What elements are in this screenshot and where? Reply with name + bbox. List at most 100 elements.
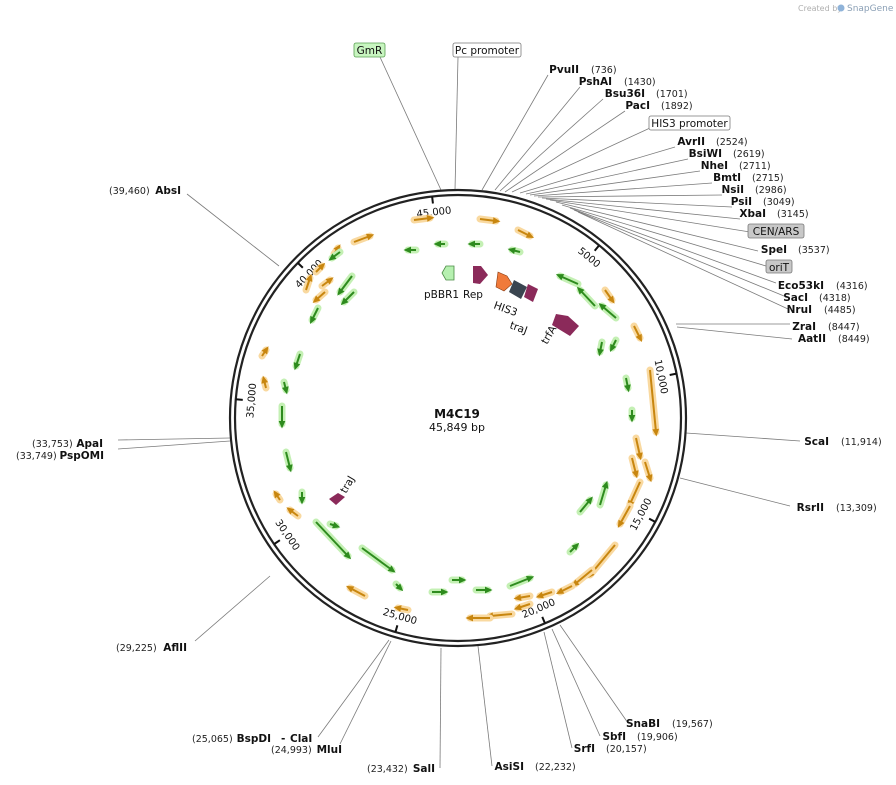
svg-text:(3145): (3145) (777, 209, 809, 220)
boxed-label-cen-ars[interactable]: CEN/ARS (747, 223, 805, 239)
orf-arrow-head (513, 603, 522, 611)
site-label-sbfi[interactable]: SbfI(19,906) (602, 731, 677, 743)
orf-arrow[interactable] (574, 569, 593, 585)
site-label-spei[interactable]: SpeI(3537) (761, 244, 830, 256)
site-label-asisi[interactable]: AsiSI(22,232) (495, 761, 576, 773)
orf-arrow-head (576, 286, 585, 295)
orf-arrow-head (598, 303, 607, 311)
svg-text:(2986): (2986) (755, 185, 787, 196)
site-label-xbai[interactable]: XbaI(3145) (739, 208, 808, 220)
site-label-bsiwi[interactable]: BsiWI(2619) (689, 148, 765, 160)
boxed-label-gmr[interactable]: GmR (353, 42, 386, 58)
tick-label: 20,000 (521, 597, 558, 621)
orf-arrow-head (465, 614, 473, 622)
svg-text:(33,753): (33,753) (32, 439, 73, 450)
feature-traj-inner[interactable]: traJ (329, 474, 358, 505)
svg-text:(2524): (2524) (716, 137, 748, 148)
site-label-scai[interactable]: ScaI(11,914) (804, 436, 881, 448)
site-label-aflii[interactable]: AflII(29,225) (116, 642, 187, 654)
feature-rep[interactable]: Rep (463, 266, 488, 301)
svg-text:(1892): (1892) (661, 101, 693, 112)
orf-arrow-head (609, 343, 617, 353)
boxed-label-his3-promoter[interactable]: HIS3 promoter (648, 115, 731, 131)
site-label-aatii[interactable]: AatII(8449) (798, 333, 870, 345)
site-label-nhei[interactable]: NheI(2711) (701, 160, 771, 172)
tick-mark (669, 372, 677, 376)
orf-arrow-head (309, 315, 317, 325)
site-label-bmti[interactable]: BmtI(2715) (713, 172, 783, 184)
orf-arrow[interactable] (339, 275, 353, 293)
site-label-snabi[interactable]: SnaBI(19,567) (626, 718, 713, 730)
site-label-blui[interactable]: MluI(24,993) (271, 744, 342, 756)
svg-text:(33,749): (33,749) (16, 451, 57, 462)
boxed-label-pc-promoter[interactable]: Pc promoter (452, 42, 522, 58)
svg-text:(29,225): (29,225) (116, 643, 157, 654)
site-label-apai[interactable]: ApaI(33,753) (32, 438, 103, 450)
site-label-eco53ki[interactable]: Eco53kI(4316) (778, 280, 868, 292)
orf-arrow[interactable] (649, 369, 657, 433)
svg-text:ApaI: ApaI (76, 438, 103, 450)
svg-text:PacI: PacI (625, 100, 650, 112)
svg-text:ClaI: ClaI (290, 733, 312, 745)
boxed-label-orit[interactable]: oriT (765, 259, 793, 274)
orf-arrow-head (305, 273, 313, 282)
site-label-pshai[interactable]: PshAI(1430) (579, 76, 656, 88)
orf-arrow[interactable] (619, 505, 631, 525)
svg-text:traJ: traJ (338, 474, 357, 496)
site-label-paci[interactable]: PacI (1892) (625, 100, 692, 112)
site-label-avrii[interactable]: AvrII(2524) (677, 136, 747, 148)
site-label-rsrii[interactable]: RsrII(13,309) (797, 502, 877, 514)
feature-pbbr1[interactable]: pBBR1 (424, 265, 459, 301)
orf-arrow-head (328, 253, 337, 261)
orf-arrow[interactable] (601, 305, 617, 319)
orf-arrow-head (617, 519, 625, 528)
orf-arrow[interactable] (579, 289, 596, 307)
orf-arrow-head (261, 375, 268, 384)
svg-text:traJ: traJ (508, 320, 529, 337)
site-label-nsii[interactable]: NsiI(2986) (721, 184, 786, 196)
orf-arrow[interactable] (629, 481, 641, 505)
orf-arrow[interactable] (361, 547, 393, 571)
svg-text:PspOMI: PspOMI (59, 450, 104, 462)
svg-text:(13,309): (13,309) (836, 503, 877, 514)
orf-arrow-head (340, 297, 349, 306)
orf-arrow-head (282, 386, 289, 395)
site-label-clai[interactable]: -ClaI (281, 733, 312, 745)
svg-text:PshAI: PshAI (579, 76, 612, 88)
orf-arrow[interactable] (509, 577, 531, 587)
orf-arrow-head (393, 605, 402, 612)
site-label-bsu36i[interactable]: Bsu36I(1701) (605, 88, 688, 100)
feature-trfa[interactable]: trfA (539, 314, 579, 347)
orf-arrow[interactable] (599, 484, 607, 506)
site-label-pvuii[interactable]: PvuII(736) (549, 64, 616, 76)
svg-text:AsiSI: AsiSI (495, 761, 524, 773)
site-label-zrai[interactable]: ZraI(8447) (792, 321, 859, 333)
site-label-pspomi[interactable]: PspOMI(33,749) (16, 450, 104, 462)
svg-text:Eco53kI: Eco53kI (778, 280, 824, 292)
orf-arrow-head (317, 262, 326, 271)
svg-text:HIS3 promoter: HIS3 promoter (651, 118, 728, 130)
orf-arrow-head (332, 521, 341, 529)
site-label-psii[interactable]: PsiI(3049) (731, 196, 795, 208)
site-label-saci[interactable]: SacI(4318) (783, 292, 850, 304)
site-label-sali[interactable]: SalI(23,432) (367, 763, 435, 775)
orf-arrow[interactable] (635, 437, 641, 457)
svg-text:(1701): (1701) (656, 89, 688, 100)
orf-arrow[interactable] (559, 275, 579, 285)
svg-text:PsiI: PsiI (731, 196, 752, 208)
site-label-nrui[interactable]: NruI(4485) (787, 304, 856, 316)
svg-text:(19,906): (19,906) (637, 732, 678, 743)
site-label-srfi[interactable]: SrfI(20,157) (574, 743, 647, 755)
svg-text:(23,432): (23,432) (367, 764, 408, 775)
site-label-absi[interactable]: AbsI(39,460) (109, 185, 181, 197)
orf-arrow[interactable] (489, 613, 513, 617)
site-label-bspdi[interactable]: BspDI(25,065) (192, 733, 271, 745)
orf-arrow-head (346, 585, 355, 593)
orf-arrow[interactable] (315, 521, 349, 557)
svg-text:HIS3: HIS3 (492, 300, 519, 320)
svg-text:(8449): (8449) (838, 334, 870, 345)
feature-his3[interactable]: HIS3 (492, 271, 527, 320)
orf-arrow-head (403, 246, 411, 254)
svg-text:(3537): (3537) (798, 245, 830, 256)
feature-traj-top[interactable]: traJ (508, 284, 538, 337)
